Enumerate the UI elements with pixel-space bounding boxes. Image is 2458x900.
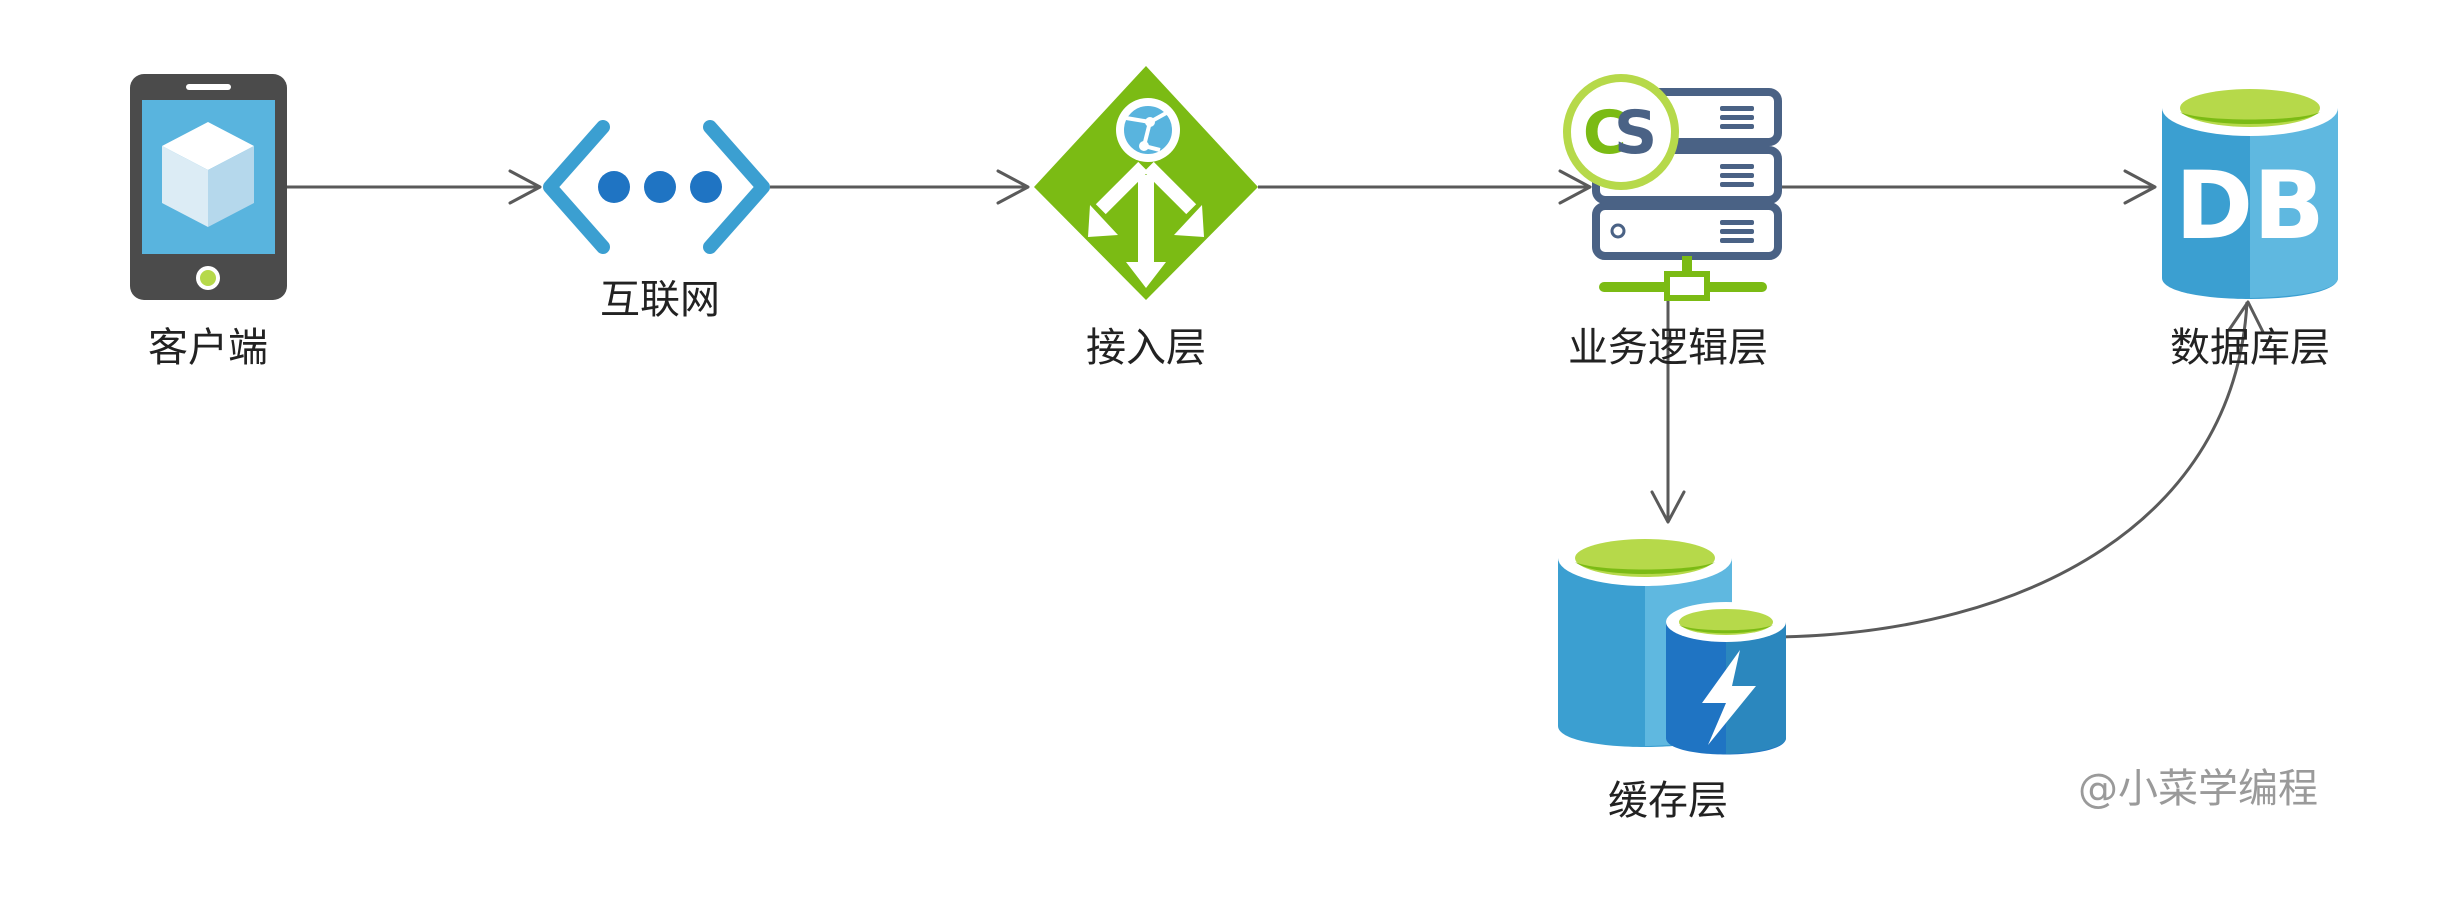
cache-label: 缓存层: [1608, 778, 1728, 824]
edges: [287, 169, 2265, 639]
watermark-text: @小菜学编程: [2078, 766, 2318, 812]
internet-label: 互联网: [600, 277, 720, 323]
edge-logic-to-cache: [1650, 300, 1686, 524]
cs-server-icon: CS: [1563, 74, 1782, 301]
client-label: 客户端: [148, 325, 268, 371]
load-balancer-icon: [1034, 66, 1258, 300]
edge-client-to-internet: [287, 169, 542, 205]
edge-cache-to-database: [1779, 300, 2265, 639]
cs-badge-text: CS: [1583, 98, 1657, 168]
edge-internet-to-access: [770, 169, 1030, 205]
database-label: 数据库层: [2170, 325, 2330, 371]
cache-database-icon: [1558, 530, 1786, 755]
mobile-phone-icon: [130, 74, 287, 300]
edge-access-to-logic: [1258, 169, 1592, 205]
network-dots-icon: [543, 120, 770, 254]
db-badge-text: DB: [2175, 152, 2325, 261]
database-icon: DB: [2162, 80, 2338, 299]
logic-label: 业务逻辑层: [1568, 325, 1768, 371]
edge-logic-to-database: [1775, 169, 2157, 205]
access-label: 接入层: [1086, 325, 1206, 371]
